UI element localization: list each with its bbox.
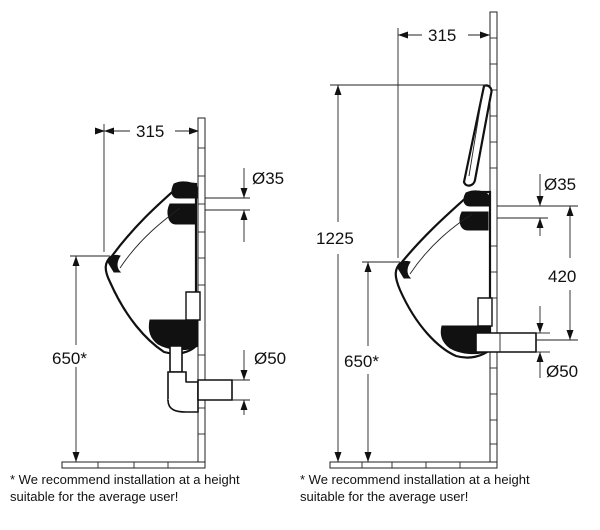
right-inlet-label: Ø35 [544, 175, 576, 194]
left-inlet-label: Ø35 [252, 169, 284, 188]
right-outlet-label: Ø50 [546, 362, 578, 381]
right-depth-label: 315 [428, 26, 456, 45]
left-floor [61, 461, 206, 469]
left-outlet-dimension: Ø50 [232, 349, 286, 415]
right-lid [462, 84, 493, 187]
right-total-height-label: 1225 [316, 229, 354, 248]
right-note-line2: suitable for the average user! [300, 489, 468, 504]
right-floor [329, 461, 498, 469]
left-height-label: 650* [52, 349, 87, 368]
left-note-line1: * We recommend installation at a height [10, 472, 240, 487]
left-wall [197, 117, 206, 463]
left-note-line2: suitable for the average user! [10, 489, 178, 504]
right-inlet-dimension: Ø35 [497, 174, 578, 236]
right-view: 315 1225 650* Ø35 [300, 11, 578, 504]
left-depth-dimension: 315 [95, 122, 199, 252]
right-total-height-dimension: 1225 [316, 84, 486, 462]
right-outlet-pipe [475, 332, 537, 353]
right-note-line1: * We recommend installation at a height [300, 472, 530, 487]
right-height-label: 650* [344, 352, 379, 371]
right-height-dimension: 650* [344, 261, 400, 462]
right-spacing-dimension: 420 [536, 206, 578, 341]
left-outlet-label: Ø50 [254, 349, 286, 368]
left-depth-label: 315 [136, 122, 164, 141]
left-view: 315 650* Ø35 Ø5 [10, 117, 286, 504]
right-outlet-dimension: Ø50 [536, 306, 578, 381]
left-height-dimension: 650* [50, 255, 110, 462]
right-spacing-label: 420 [548, 267, 576, 286]
left-inlet-dimension: Ø35 [205, 168, 284, 242]
left-urinal-body [104, 181, 201, 355]
right-depth-dimension: 315 [397, 26, 490, 258]
